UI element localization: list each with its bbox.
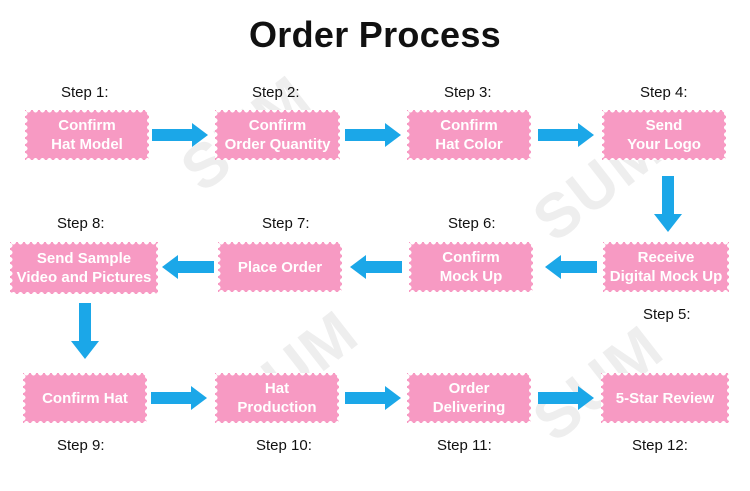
step-10-text: Hat Production — [237, 380, 317, 416]
step-9-label: Step 9: — [57, 437, 105, 454]
step-1-text: Confirm Hat Model — [51, 117, 123, 153]
arrow-down-icon — [71, 303, 99, 359]
arrow-right-icon — [151, 386, 207, 410]
step-6-box: Confirm Mock Up — [409, 242, 533, 292]
step-2-label: Step 2: — [252, 84, 300, 101]
step-4-label: Step 4: — [640, 84, 688, 101]
arrow-down-icon — [654, 176, 682, 232]
step-12-box: 5-Star Review — [601, 373, 729, 423]
step-3-label: Step 3: — [444, 84, 492, 101]
step-1-label: Step 1: — [61, 84, 109, 101]
step-6-label: Step 6: — [448, 215, 496, 232]
step-8-label: Step 8: — [57, 215, 105, 232]
step-4-box: Send Your Logo — [602, 110, 726, 160]
step-2-text: Confirm Order Quantity — [224, 117, 331, 153]
step-7-text: Place Order — [237, 258, 323, 276]
arrow-right-icon — [152, 123, 208, 147]
page-title: Order Process — [248, 14, 502, 55]
step-1-box: Confirm Hat Model — [25, 110, 149, 160]
step-9-box: Confirm Hat — [23, 373, 147, 423]
step-3-box: Confirm Hat Color — [407, 110, 531, 160]
step-8-text: Send Sample Video and Pictures — [16, 250, 152, 286]
step-12-label: Step 12: — [632, 437, 688, 454]
arrow-left-icon — [162, 255, 214, 279]
step-12-text: 5-Star Review — [615, 389, 715, 407]
arrow-right-icon — [345, 386, 401, 410]
step-3-text: Confirm Hat Color — [435, 117, 503, 153]
step-11-label: Step 11: — [437, 437, 492, 454]
step-9-text: Confirm Hat — [42, 389, 128, 407]
arrow-left-icon — [545, 255, 597, 279]
step-8-box: Send Sample Video and Pictures — [10, 242, 158, 294]
step-7-box: Place Order — [218, 242, 342, 292]
arrow-right-icon — [345, 123, 401, 147]
step-5-box: Receive Digital Mock Up — [603, 242, 729, 292]
arrow-right-icon — [538, 386, 594, 410]
step-5-text: Receive Digital Mock Up — [609, 249, 723, 285]
step-10-box: Hat Production — [215, 373, 339, 423]
step-10-label: Step 10: — [256, 437, 312, 454]
arrow-right-icon — [538, 123, 594, 147]
step-2-box: Confirm Order Quantity — [215, 110, 340, 160]
step-4-text: Send Your Logo — [627, 117, 701, 153]
step-11-box: Order Delivering — [407, 373, 531, 423]
step-7-label: Step 7: — [262, 215, 310, 232]
step-11-text: Order Delivering — [432, 380, 506, 416]
step-6-text: Confirm Mock Up — [439, 249, 503, 285]
step-5-label: Step 5: — [643, 306, 691, 323]
arrow-left-icon — [350, 255, 402, 279]
